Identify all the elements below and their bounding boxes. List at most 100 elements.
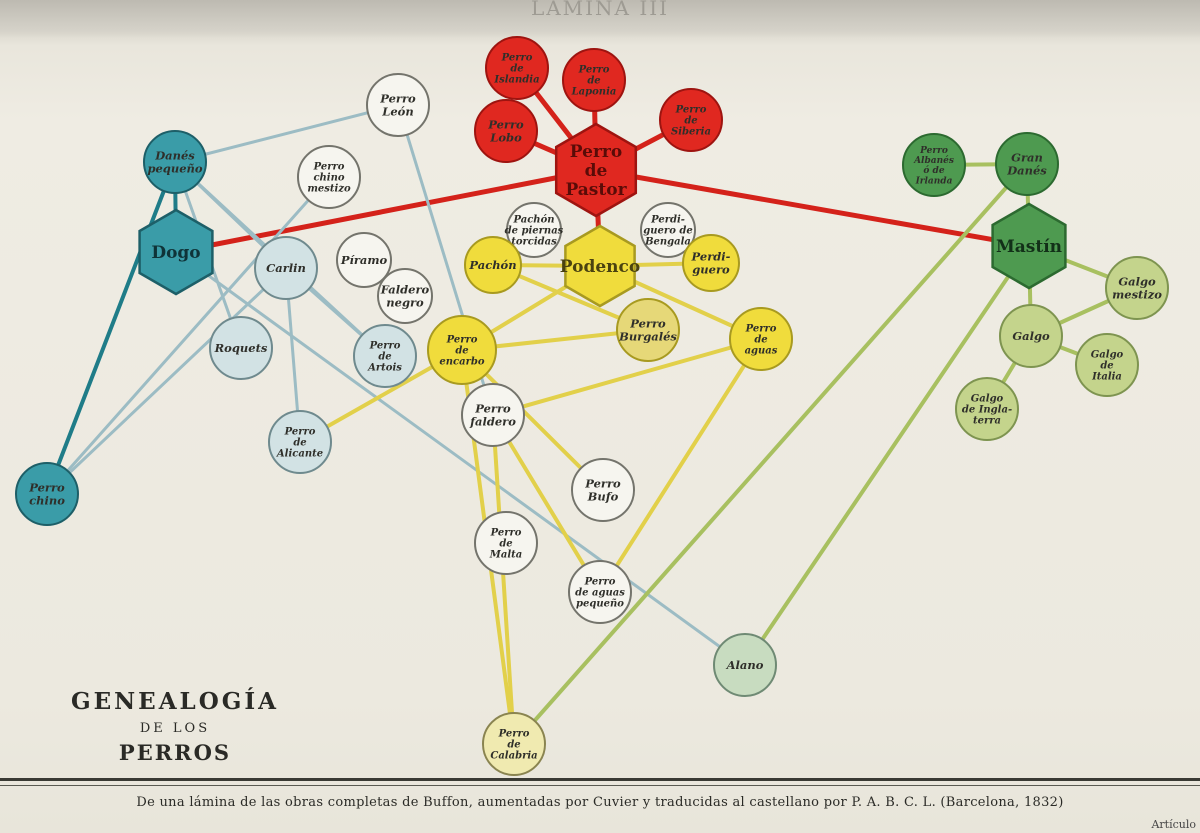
label-line-perro-islandia-0: Perro [501,52,533,63]
circle-perro-islandia [485,36,549,100]
label-piramo: Píramo [340,253,388,267]
node-carlin: Carlin [254,236,318,300]
hexagon-perro-pastor [554,122,638,218]
node-dogo: Dogo [138,208,214,296]
circle-perro-artois [353,324,417,388]
label-line-perro-siberia-0: Perro [675,104,707,115]
label-line-piramo-0: Píramo [340,253,388,267]
label-line-perro-pastor-0: Perro [570,142,622,162]
circle-perro-albanes [902,133,966,197]
label-line-perro-laponia-1: de [587,76,600,87]
label-line-perro-chino-mestizo-2: mestizo [307,184,351,195]
circle-perro-aguas-pequeno [568,560,632,624]
label-line-gran-danes-1: Danés [1006,164,1047,178]
label-line-perro-aguas-0: Perro [745,323,777,334]
label-line-perro-malta-0: Perro [490,527,522,538]
label-line-faldero-negro-1: negro [386,296,424,310]
label-mastin: Mastín [996,237,1062,257]
hexagon-dogo [138,208,214,296]
label-line-perro-laponia-2: Laponia [571,87,617,98]
circle-perro-calabria [482,712,546,776]
label-line-perro-aguas-pequeno-0: Perro [584,576,616,587]
circle-perdiguero-bengala [640,202,696,258]
circle-perro-lobo [474,99,538,163]
label-line-perro-burgales-0: Perro [629,317,666,331]
label-podenco: Podenco [560,257,640,277]
footer-rule-thin [0,785,1200,786]
edge-gran-danes-to-perro-calabria [512,162,1029,746]
label-line-dogo-0: Dogo [151,243,200,263]
label-line-perro-leon-0: Perro [379,92,416,106]
label-line-pachon-piernas-2: torcidas [511,237,557,248]
label-line-perdiguero-bengala-0: Perdi- [650,214,685,225]
circle-galgo-mestizo [1105,256,1169,320]
label-line-perro-encarbo-1: de [455,346,468,357]
label-line-perro-encarbo-0: Perro [446,334,478,345]
label-line-gran-danes-0: Gran [1011,151,1043,165]
node-galgo: Galgo [999,304,1063,368]
label-line-galgo-inglaterra-0: Galgo [971,393,1004,404]
label-line-perro-lobo-0: Perro [487,118,524,132]
circle-perro-chino-mestizo [297,145,361,209]
label-line-danes-pequeno-1: pequeño [147,162,202,176]
label-line-mastin-0: Mastín [996,237,1062,257]
label-line-pachon-piernas-0: Pachón [512,214,554,225]
edge-danes-pequeno-to-perro-chino [45,160,177,496]
label-line-perro-faldero-0: Perro [474,402,511,416]
label-line-galgo-italia-0: Galgo [1091,349,1124,360]
label-line-perro-artois-0: Perro [369,340,401,351]
label-line-perro-chino-0: Perro [28,481,65,495]
label-roquets: Roquets [214,341,268,355]
hexagon-mastin [991,202,1067,290]
label-line-perro-islandia-2: Islandia [493,75,539,86]
label-line-perro-chino-mestizo-1: chino [313,173,344,184]
label-line-perro-alicante-1: de [293,438,306,449]
label-line-galgo-italia-1: de [1100,361,1113,372]
label-line-perro-bufo-0: Perro [584,477,621,491]
title-block: GENEALOGÍA DE LOS PERROS [60,688,290,765]
circle-perro-laponia [562,48,626,112]
label-line-perro-bufo-1: Bufo [587,490,619,504]
label-line-perro-chino-1: chino [29,494,65,508]
edge-dogo-to-alano [174,250,747,667]
label-line-perro-aguas-1: de [754,335,767,346]
label-line-galgo-inglaterra-1: de Ingla- [962,405,1012,416]
label-line-perro-artois-1: de [378,352,391,363]
node-alano: Alano [713,633,777,697]
circle-pachon [464,236,522,294]
label-line-danes-pequeno-0: Danés [154,149,195,163]
label-line-perro-albanes-3: Irlanda [915,176,953,186]
label-line-perro-albanes-1: Albanés [913,155,954,166]
title-line-2: DE LOS [139,721,211,736]
label-line-galgo-mestizo-1: mestizo [1112,288,1162,302]
label-line-perdiguero-1: guero [692,263,730,277]
edge-perro-faldero-to-perro-aguas-pequeno [491,413,602,594]
label-line-galgo-italia-2: Italia [1091,372,1122,383]
label-line-perro-faldero-1: faldero [469,415,516,429]
